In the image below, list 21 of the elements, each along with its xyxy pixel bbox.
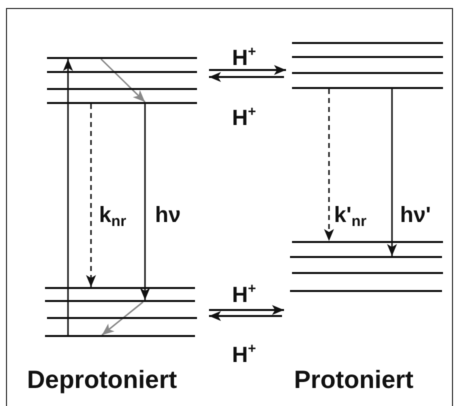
arrow (387, 89, 397, 256)
arrow (63, 59, 73, 335)
edge-label: k$_{nr}$ (99, 204, 126, 229)
arrow (140, 104, 150, 300)
edge-label: hν' (400, 204, 431, 226)
edge-label: hν (155, 204, 181, 226)
edge-label: H$^{+}$ (232, 341, 256, 366)
state-caption: Deprotoniert (27, 368, 177, 393)
edge-label: H$^{+}$ (232, 44, 256, 69)
arrow (209, 311, 282, 321)
arrow (102, 301, 144, 336)
arrow (100, 58, 146, 103)
arrow (209, 305, 284, 315)
arrow (209, 65, 286, 75)
edge-label: k'$_{nr}$ (334, 204, 366, 229)
arrow (86, 104, 96, 287)
arrow (209, 72, 284, 82)
state-caption: Protoniert (294, 368, 414, 393)
edge-label: H$^{+}$ (232, 281, 256, 306)
edge-label: H$^{+}$ (232, 104, 256, 129)
arrow (324, 89, 334, 241)
